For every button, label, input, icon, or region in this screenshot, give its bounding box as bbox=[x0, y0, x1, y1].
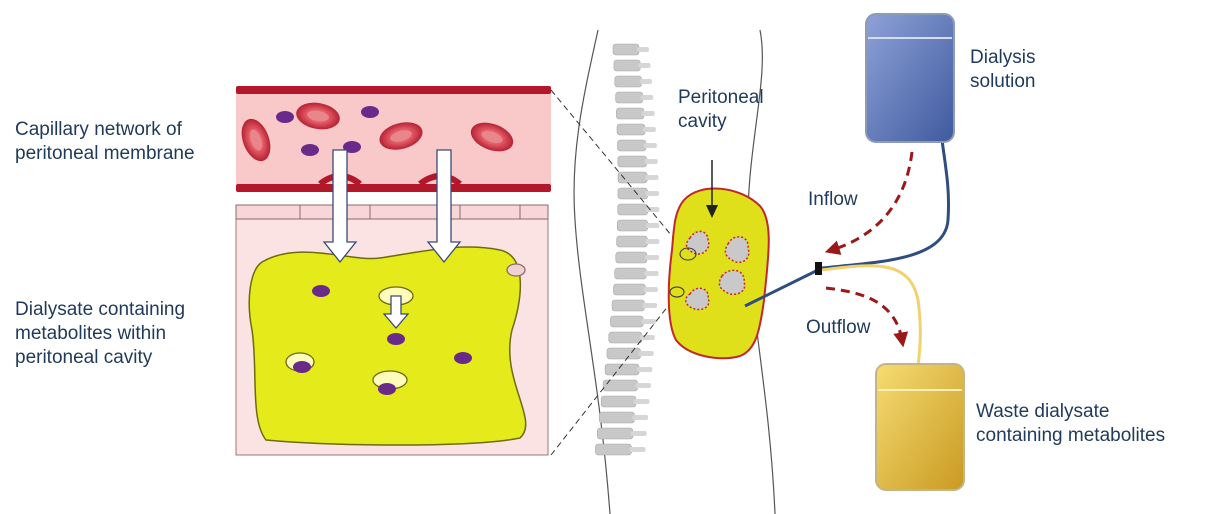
dialysis-solution-bag bbox=[866, 14, 954, 142]
vertebra-process bbox=[643, 127, 656, 132]
vertebra bbox=[616, 252, 647, 263]
vertebra bbox=[618, 172, 647, 183]
label-peritoneal-line-1: Peritoneal bbox=[678, 86, 764, 110]
dialysate-blob bbox=[249, 247, 525, 445]
vertebra-process bbox=[637, 47, 649, 52]
vertebra bbox=[595, 444, 631, 455]
vertebra-process bbox=[631, 431, 647, 436]
vertebra bbox=[618, 188, 648, 199]
vertebra bbox=[605, 364, 639, 375]
label-inflow-text: Inflow bbox=[808, 188, 858, 212]
label-peritoneal-line-2: cavity bbox=[678, 110, 764, 134]
vertebra bbox=[617, 220, 647, 231]
vertebra bbox=[615, 268, 647, 279]
label-waste-line-2: containing metabolites bbox=[976, 424, 1165, 448]
vertebra-process bbox=[645, 239, 659, 244]
label-waste-line-1: Waste dialysate bbox=[976, 400, 1165, 424]
mesothelium-layer bbox=[236, 205, 548, 219]
vertebra bbox=[618, 156, 647, 167]
vertebra bbox=[617, 124, 645, 135]
label-dialysate-line-1: Dialysate containing bbox=[15, 298, 185, 322]
label-capillary-line-1: Capillary network of bbox=[15, 118, 195, 142]
vertebra-process bbox=[629, 447, 645, 452]
vertebra-process bbox=[646, 191, 659, 196]
vertebra-process bbox=[639, 351, 654, 356]
spine bbox=[595, 44, 659, 455]
vertebra bbox=[616, 92, 643, 103]
vertebra-process bbox=[645, 175, 658, 180]
vertebra-process bbox=[636, 383, 651, 388]
vertebra-process bbox=[644, 271, 658, 276]
vertebra bbox=[610, 316, 643, 327]
label-solution-line-2: solution bbox=[970, 70, 1036, 94]
vertebra bbox=[613, 44, 639, 55]
vertebra bbox=[616, 108, 644, 119]
label-outflow: Outflow bbox=[806, 316, 870, 340]
vertebra-process bbox=[632, 415, 648, 420]
vertebra bbox=[601, 396, 636, 407]
vertebra-process bbox=[638, 63, 650, 68]
vertebra-process bbox=[645, 159, 658, 164]
label-inflow: Inflow bbox=[808, 188, 858, 212]
label-capillary-line-2: peritoneal membrane bbox=[15, 142, 195, 166]
vertebra-process bbox=[643, 287, 657, 292]
label-outflow-text: Outflow bbox=[806, 316, 870, 340]
vertebra-process bbox=[646, 207, 660, 212]
vertebra bbox=[613, 284, 645, 295]
vertebra bbox=[614, 60, 640, 71]
vertebra-process bbox=[646, 223, 660, 228]
label-dialysate-line-2: metabolites within bbox=[15, 322, 185, 346]
label-dialysate: Dialysate containing metabolites within … bbox=[15, 298, 185, 370]
vertebra bbox=[618, 204, 648, 215]
vertebra bbox=[617, 236, 648, 247]
vertebra-process bbox=[641, 95, 653, 100]
label-peritoneal-cavity: Peritoneal cavity bbox=[678, 86, 764, 134]
vertebra-process bbox=[644, 143, 657, 148]
vertebra bbox=[612, 300, 644, 311]
vertebra-process bbox=[640, 335, 655, 340]
vertebra-process bbox=[642, 303, 657, 308]
vertebra bbox=[607, 348, 641, 359]
vertebra-process bbox=[641, 319, 656, 324]
vertebra bbox=[599, 412, 634, 423]
label-dialysis-solution: Dialysis solution bbox=[970, 46, 1036, 94]
vertebra-process bbox=[637, 367, 652, 372]
vertebra bbox=[609, 332, 642, 343]
label-solution-line-1: Dialysis bbox=[970, 46, 1036, 70]
vertebra-process bbox=[642, 111, 655, 116]
vertebra-process bbox=[640, 79, 652, 84]
waste-dialysate-bag bbox=[876, 364, 964, 490]
label-dialysate-line-3: peritoneal cavity bbox=[15, 346, 185, 370]
label-capillary-network: Capillary network of peritoneal membrane bbox=[15, 118, 195, 166]
vertebra bbox=[615, 76, 642, 87]
flow-arrows bbox=[826, 152, 912, 340]
label-waste-dialysate: Waste dialysate containing metabolites bbox=[976, 400, 1165, 448]
vertebra bbox=[597, 428, 633, 439]
peritoneal-cavity bbox=[669, 160, 769, 358]
vertebra-process bbox=[645, 255, 659, 260]
vertebra bbox=[618, 140, 646, 151]
vertebra-process bbox=[634, 399, 650, 404]
